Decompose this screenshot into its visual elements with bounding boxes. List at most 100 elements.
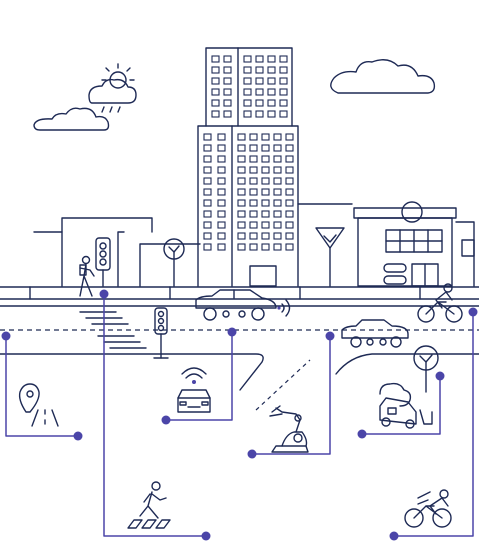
- window: [217, 133, 226, 141]
- connector-dots: [1, 289, 478, 541]
- location-road-icon: [18, 383, 59, 427]
- window: [237, 210, 246, 218]
- window: [285, 155, 294, 163]
- window: [273, 210, 282, 218]
- window: [237, 133, 246, 141]
- window: [223, 99, 232, 107]
- window: [279, 66, 288, 74]
- window: [261, 166, 270, 174]
- window: [267, 77, 276, 85]
- window: [223, 110, 232, 118]
- skyscraper-icon: [197, 47, 299, 287]
- window: [261, 210, 270, 218]
- window: [249, 210, 258, 218]
- window: [255, 110, 264, 118]
- bicycle-rider-icon: [404, 489, 452, 528]
- shop-building-icon: [353, 201, 475, 287]
- crosswalk-pedestrian-icon: [127, 481, 171, 529]
- window: [237, 188, 246, 196]
- window: [249, 133, 258, 141]
- window: [211, 110, 220, 118]
- window: [217, 166, 226, 174]
- window: [279, 99, 288, 107]
- window: [261, 155, 270, 163]
- window: [261, 243, 270, 251]
- window: [243, 88, 252, 96]
- window: [223, 66, 232, 74]
- window: [255, 77, 264, 85]
- car-crash-icon: [379, 382, 433, 429]
- window: [237, 243, 246, 251]
- window: [255, 88, 264, 96]
- window: [249, 232, 258, 240]
- window: [249, 221, 258, 229]
- window: [237, 221, 246, 229]
- traffic-light-icon: [95, 237, 111, 287]
- window: [267, 110, 276, 118]
- window: [255, 66, 264, 74]
- robot-arm-icon: [269, 405, 309, 453]
- window: [249, 199, 258, 207]
- connector-lines: [5, 293, 474, 537]
- wireless-signal-icon: [277, 299, 291, 317]
- window: [261, 199, 270, 207]
- traffic-light-icon: [153, 307, 169, 359]
- window: [217, 232, 226, 240]
- window: [249, 177, 258, 185]
- window: [249, 155, 258, 163]
- window: [203, 188, 212, 196]
- window: [203, 221, 212, 229]
- window: [261, 221, 270, 229]
- window: [279, 110, 288, 118]
- window: [237, 199, 246, 207]
- window: [243, 99, 252, 107]
- window: [249, 188, 258, 196]
- window: [267, 55, 276, 63]
- window: [237, 232, 246, 240]
- window: [249, 144, 258, 152]
- connected-car-icon: [195, 289, 277, 321]
- window: [273, 199, 282, 207]
- window: [285, 221, 294, 229]
- window: [223, 88, 232, 96]
- pedestrian-icon: [79, 255, 95, 297]
- window: [211, 99, 220, 107]
- window: [261, 188, 270, 196]
- window: [249, 243, 258, 251]
- window: [203, 243, 212, 251]
- sun-cloud-rain-icon: [88, 63, 137, 113]
- window: [279, 77, 288, 85]
- window: [285, 166, 294, 174]
- window: [203, 166, 212, 174]
- window: [237, 177, 246, 185]
- window: [273, 221, 282, 229]
- window: [273, 155, 282, 163]
- window: [203, 155, 212, 163]
- window: [203, 232, 212, 240]
- window: [211, 66, 220, 74]
- window: [217, 188, 226, 196]
- window: [285, 133, 294, 141]
- window: [273, 166, 282, 174]
- window: [285, 177, 294, 185]
- window: [203, 133, 212, 141]
- window: [237, 155, 246, 163]
- window: [217, 144, 226, 152]
- window: [285, 144, 294, 152]
- window: [203, 199, 212, 207]
- window: [243, 55, 252, 63]
- cloud-icon: [33, 107, 110, 131]
- window: [217, 210, 226, 218]
- cloud-icon: [330, 59, 436, 94]
- window: [203, 177, 212, 185]
- window: [217, 155, 226, 163]
- window: [285, 199, 294, 207]
- window: [243, 77, 252, 85]
- window: [255, 99, 264, 107]
- window: [285, 243, 294, 251]
- window: [273, 133, 282, 141]
- autonomous-car-icon: [177, 367, 211, 413]
- window: [249, 166, 258, 174]
- window: [279, 55, 288, 63]
